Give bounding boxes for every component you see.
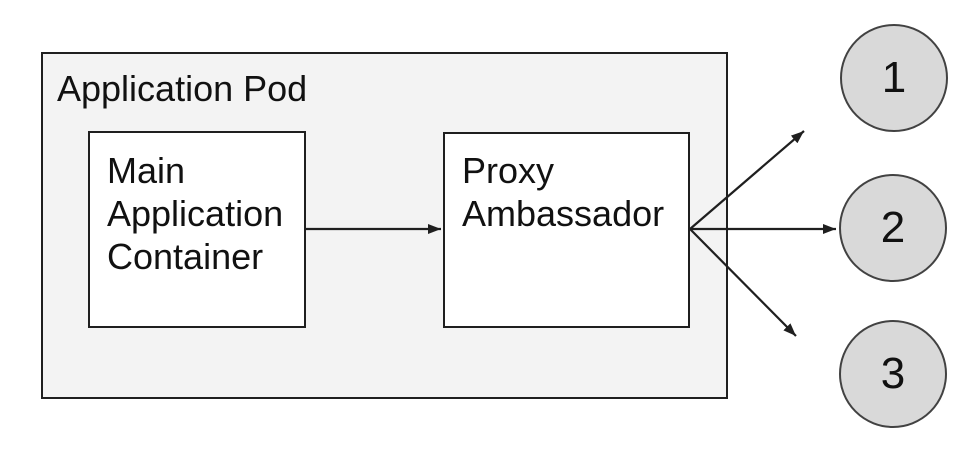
endpoint-circle-3: 3 bbox=[839, 320, 947, 428]
node-proxy-ambassador: Proxy Ambassador bbox=[443, 132, 690, 328]
endpoint-circle-2: 2 bbox=[839, 174, 947, 282]
endpoint-1-label: 1 bbox=[881, 53, 907, 102]
endpoint-3-label: 3 bbox=[880, 349, 906, 398]
node-main-application-container-label: Main Application Container bbox=[107, 150, 284, 277]
node-main-application-container: Main Application Container bbox=[88, 131, 306, 328]
endpoint-2-label: 2 bbox=[880, 203, 906, 252]
node-proxy-ambassador-label: Proxy Ambassador bbox=[462, 150, 665, 234]
endpoint-circle-1: 1 bbox=[840, 24, 948, 132]
application-pod-label: Application Pod bbox=[57, 68, 308, 109]
